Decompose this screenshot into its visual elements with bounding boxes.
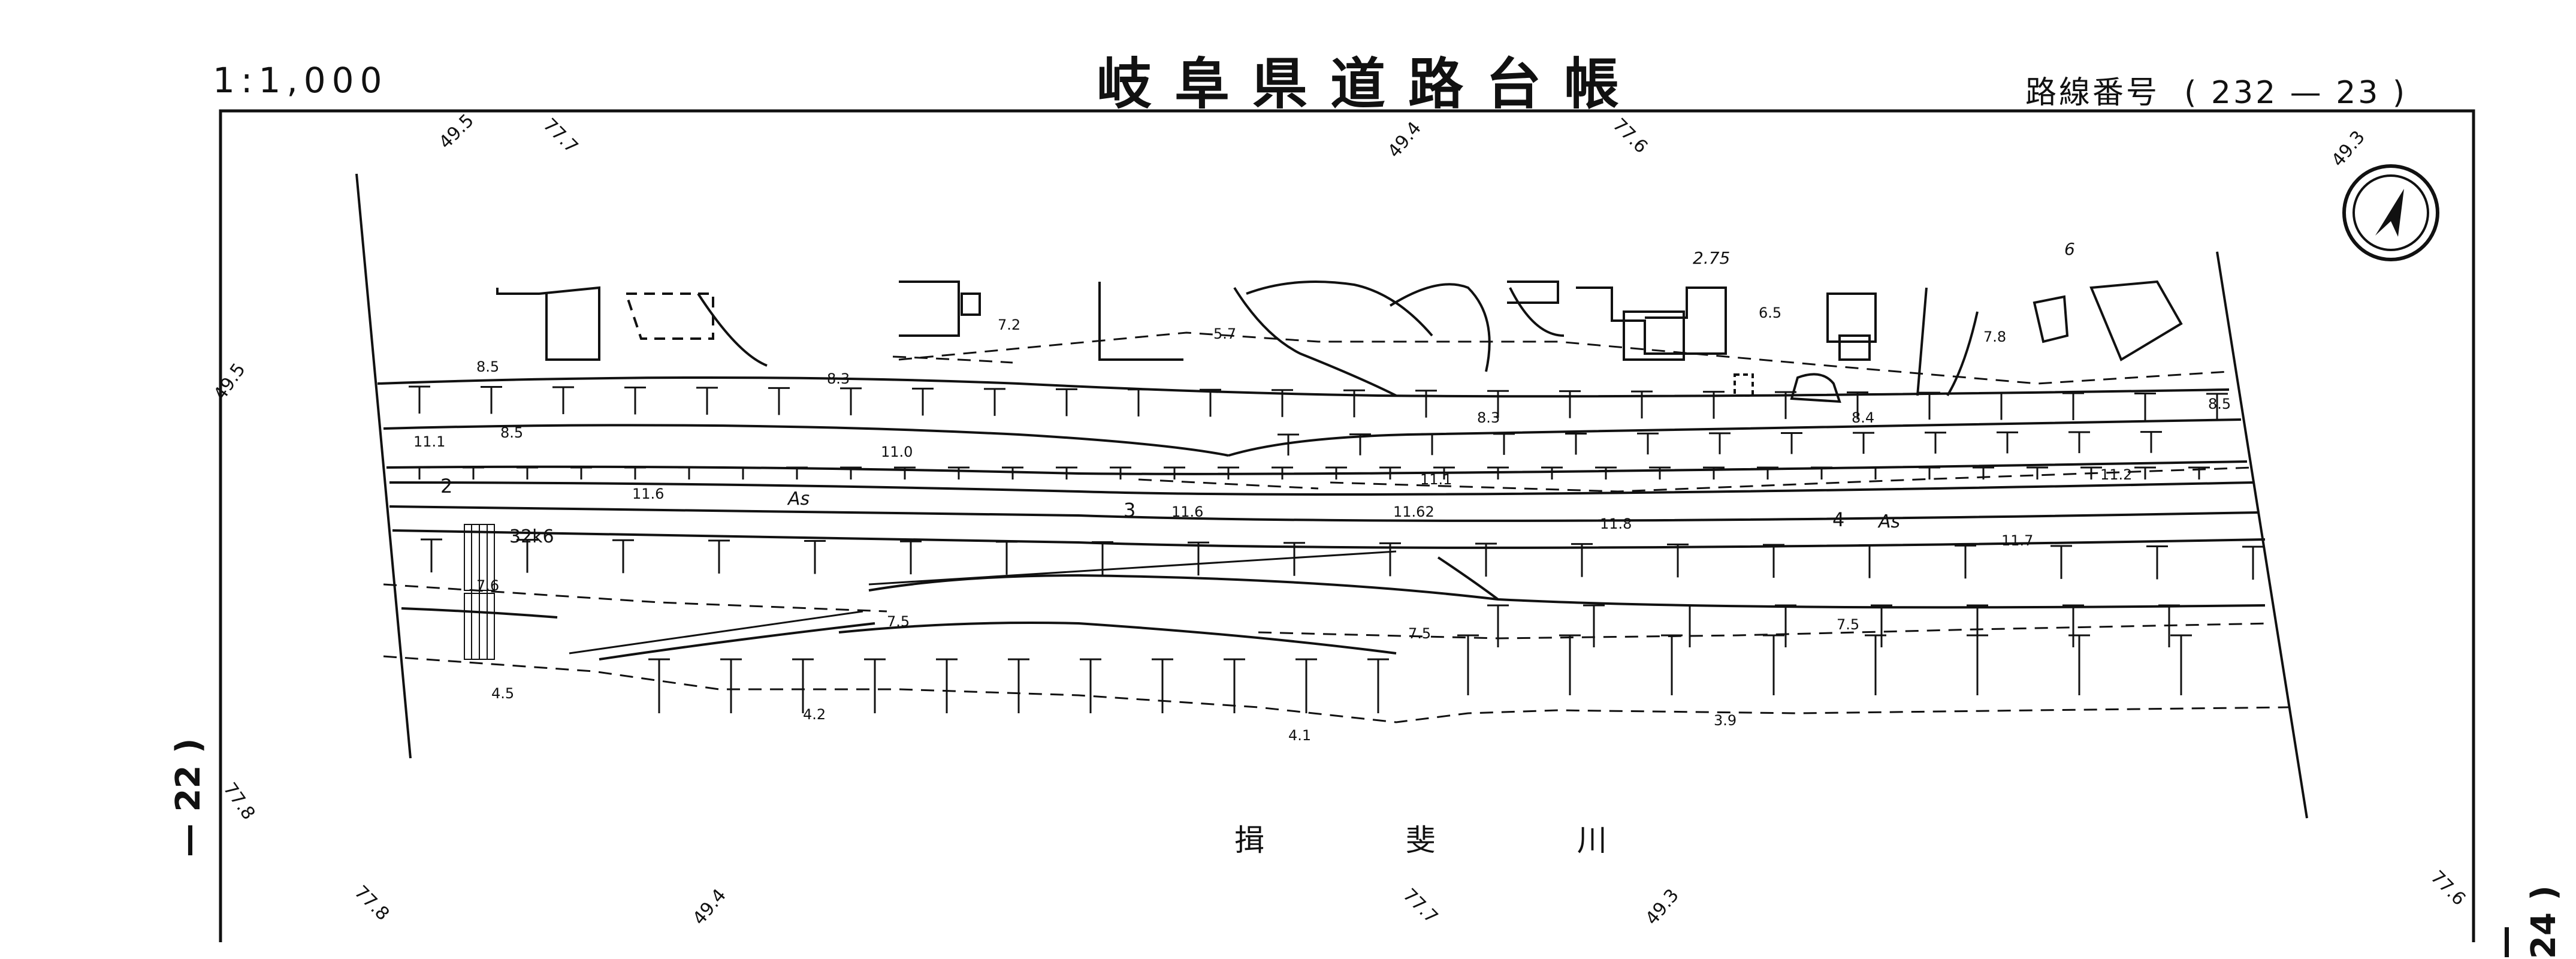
grid-label: 77.6 [2426,867,2469,910]
elevation-label: 11.1 [413,433,445,450]
elevation-label: 3.9 [1714,712,1737,729]
handwritten-notes: 2.75 6 [1693,239,2075,268]
grid-label: 49.3 [2327,126,2369,171]
elevation-label: 11.2 [2100,466,2132,483]
grid-label: 49.5 [435,110,478,153]
handwritten-note: 6 [2064,239,2075,259]
elevation-label: 4.2 [803,706,826,723]
grid-label: 77.7 [539,114,582,158]
north-arrow-icon [2342,164,2439,261]
sheet-number-right: — 24 ) [2486,885,2563,959]
elevation-label: 11.7 [2001,532,2033,549]
elevation-labels: 8.5 8.3 7.2 5.7 6.5 7.8 8.5 11.1 8.5 11.… [413,304,2231,744]
grid-label: 77.7 [1399,885,1442,928]
elevation-label: 5.7 [1213,325,1236,342]
elevation-label: 7.5 [887,613,910,630]
elevation-label: 7.6 [476,577,499,594]
elevation-label: 7.2 [998,316,1020,333]
grid-label: 77.8 [219,779,259,824]
elevation-label: 7.5 [1408,625,1431,642]
elevation-label: 7.8 [1983,328,2006,345]
sheet-number-left: — 22 ) [169,738,208,857]
route-number: ( 232 — 23 ) [2184,75,2408,111]
elevation-label: 8.5 [2208,396,2231,412]
surface-labels: As As [787,488,1900,532]
elevation-label: 11.8 [1600,515,1632,532]
elevation-label: 11.6 [1171,503,1203,520]
route-label: 路線番号 [2025,75,2160,111]
boundary-left [355,173,412,759]
kilometer-post-label: 32k6 [509,526,554,547]
road-lines [377,376,2266,661]
elevation-label: 4.1 [1288,727,1311,744]
elevation-label: 8.5 [476,358,499,375]
route-number-label: 路線番号 ( 232 — 23 ) [2025,67,2407,112]
grid-label: 49.5 [210,360,250,405]
crosswalk-grid [464,524,495,660]
elevation-label: 4.5 [491,685,514,702]
boundary-right [2216,251,2308,819]
elevation-label: 11.62 [1393,503,1435,520]
grid-label: 77.8 [350,882,393,925]
station-number: 3 [1124,499,1136,521]
elevation-label: 11.0 [881,444,913,460]
elevation-label: 8.5 [500,424,523,441]
elevation-label: 8.3 [827,370,850,387]
surface-label: As [787,488,810,509]
map-frame [219,109,2475,942]
grid-label: 77.6 [1608,114,1651,158]
surface-label: As [1877,511,1900,532]
elevation-label: 6.5 [1759,304,1781,321]
elevation-label: 11.1 [1420,471,1452,488]
map-scale: 1:1,000 [213,60,388,101]
handwritten-note: 2.75 [1693,248,1730,268]
station-number: 2 [440,475,452,497]
slope-ticks [409,385,2264,713]
grid-label: 49.4 [688,885,730,929]
elevation-label: 7.5 [1837,616,1859,633]
retaining-wall-hatch [569,550,1397,655]
elevation-label: 8.4 [1852,409,1874,426]
property-lines [383,331,2290,723]
station-number: 4 [1832,508,1844,531]
elevation-label: 8.3 [1477,409,1500,426]
map-title: 岐阜県道路台帳 [1097,52,1642,116]
station-numbers: 2 3 4 [440,475,1844,531]
grid-label: 49.4 [1384,117,1426,162]
river-name: 揖 斐 川 [1234,823,1673,858]
elevation-label: 11.6 [632,485,664,502]
grid-label: 49.3 [1641,885,1683,929]
